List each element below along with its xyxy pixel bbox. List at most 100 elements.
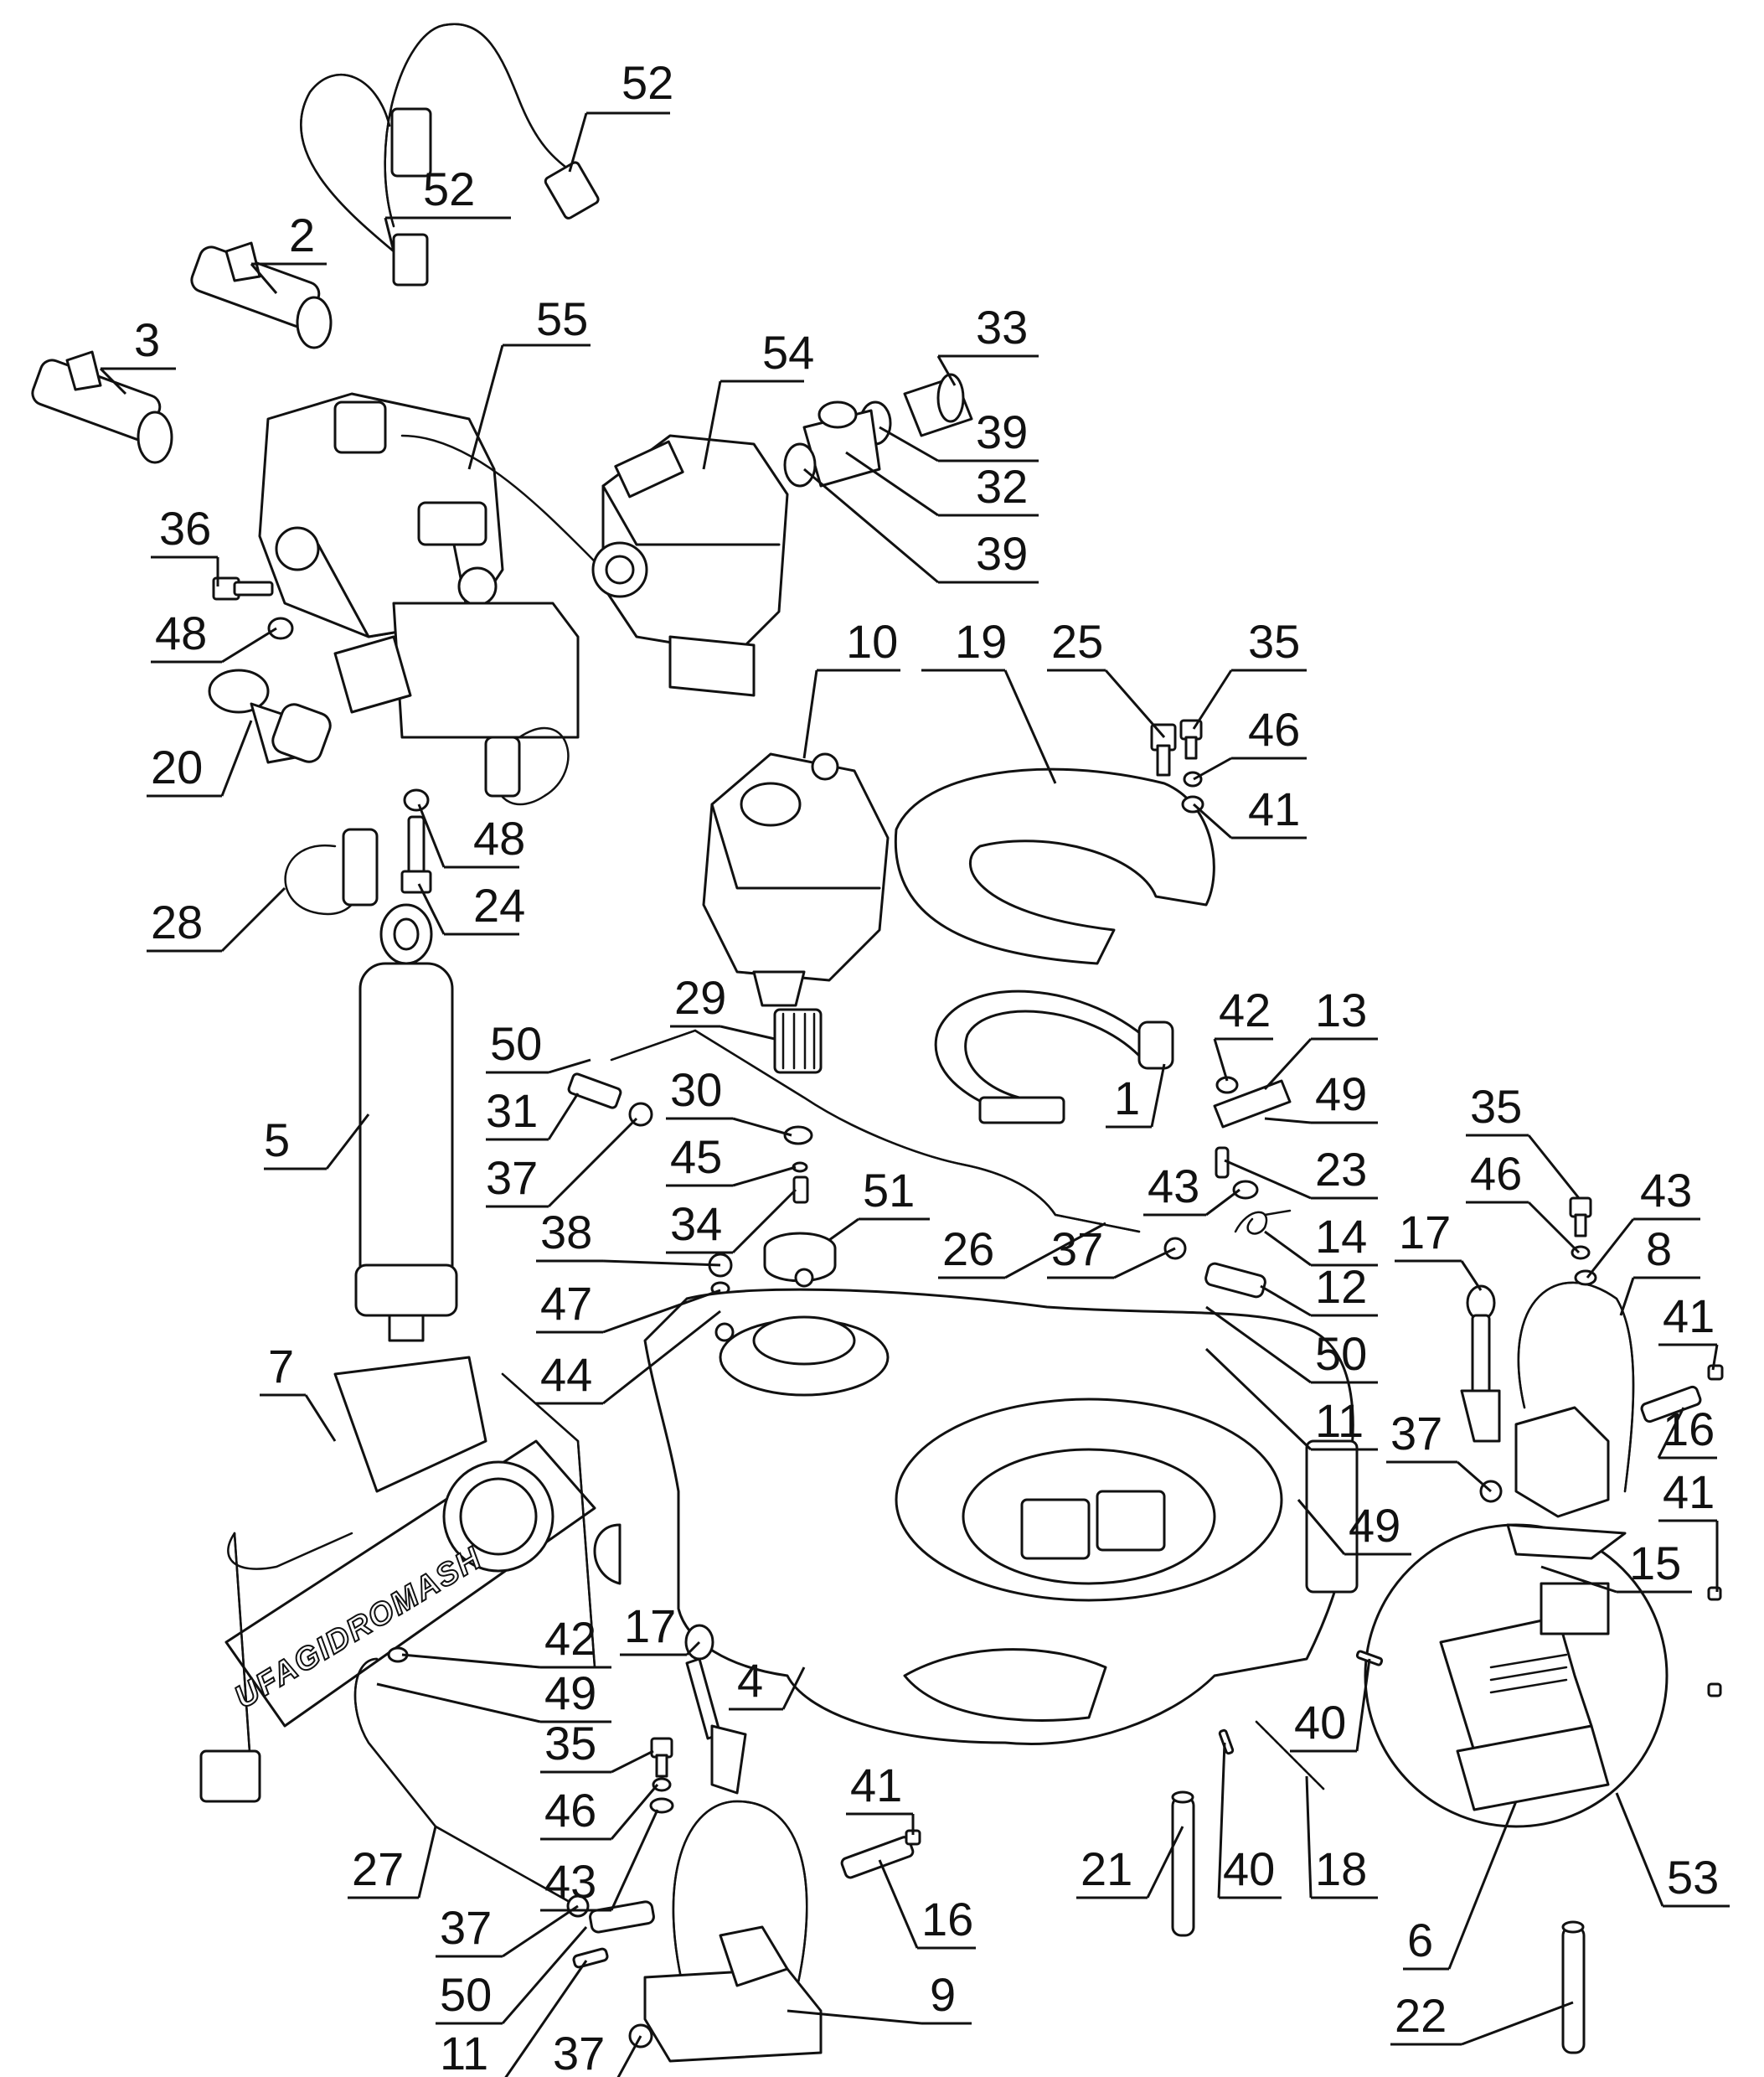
callout-leader-line (828, 1217, 859, 1242)
callout-number: 22 (1395, 1989, 1447, 2042)
callout-number: 37 (1390, 1407, 1442, 1460)
brake-band-1 (934, 989, 1174, 1124)
callout-35: 35 (540, 1717, 654, 1774)
callout-number: 37 (1051, 1222, 1103, 1275)
callout-52: 52 (384, 163, 511, 252)
callout-number: 1 (1114, 1072, 1140, 1124)
callout-leader-line (611, 1749, 654, 1774)
callout-49: 49 (1264, 1067, 1378, 1124)
callout-leader-line (221, 627, 277, 664)
callout-number: 31 (486, 1084, 538, 1137)
callout-leader-line (602, 1310, 721, 1405)
cap-right-lower (1707, 1682, 1722, 1697)
callout-number: 43 (1148, 1160, 1199, 1212)
callout-leader-line (1224, 1159, 1312, 1200)
callout-37: 37 (486, 1117, 638, 1208)
callout-leader-line (250, 263, 278, 294)
callout-53: 53 (1615, 1792, 1730, 1908)
callout-number: 36 (159, 502, 211, 555)
callout-number: 45 (670, 1130, 722, 1183)
washer-48-lower (403, 788, 430, 812)
callout-number: 46 (544, 1784, 596, 1837)
callout-leader-line (1193, 757, 1232, 781)
ball-valve-3 (31, 350, 173, 464)
callout-number: 40 (1294, 1696, 1346, 1749)
clevis-12 (1204, 1262, 1266, 1299)
callout-number: 42 (1219, 984, 1271, 1036)
callout-39: 39 (803, 468, 1039, 584)
callout-15: 15 (1540, 1537, 1692, 1594)
callout-number: 10 (846, 615, 898, 668)
callout-49: 49 (1297, 1499, 1411, 1556)
spring-18 (1255, 1720, 1325, 1790)
callout-number: 39 (976, 406, 1028, 458)
callout-46: 46 (1466, 1147, 1581, 1254)
callout-leader-line (936, 355, 957, 386)
callout-leader-line (1657, 1407, 1685, 1459)
callout-35: 35 (1192, 615, 1307, 730)
callout-leader-line (1711, 1344, 1719, 1371)
callout-16: 16 (1657, 1403, 1717, 1460)
callout-leader-line (547, 1117, 638, 1208)
callout-number: 26 (942, 1222, 994, 1275)
callout-number: 49 (1349, 1499, 1400, 1552)
stud-16-lower (840, 1836, 915, 1879)
callout-19: 19 (921, 615, 1057, 784)
callout-number: 6 (1407, 1914, 1433, 1966)
callout-leader-line (1619, 1277, 1635, 1316)
callout-leader-line (1540, 1565, 1617, 1594)
frame-7: UFAGIDROMASH (199, 1356, 596, 1803)
shackle-28 (284, 828, 379, 916)
callout-number: 23 (1315, 1143, 1367, 1196)
spline-coupling-29 (773, 1008, 823, 1074)
callout-number: 48 (473, 812, 525, 865)
bolt-25 (1150, 723, 1177, 777)
callout-leader-line (1217, 1742, 1226, 1899)
callout-number: 9 (930, 1968, 956, 2021)
callout-43: 43 (1586, 1164, 1700, 1279)
callout-leader-line (99, 367, 127, 395)
callout-leader-line (732, 1165, 797, 1187)
callout-number: 5 (264, 1113, 290, 1166)
callout-number: 25 (1051, 615, 1103, 668)
screw-34 (792, 1175, 809, 1204)
connector-20 (208, 669, 332, 764)
callout-14: 14 (1264, 1210, 1378, 1267)
callout-4: 4 (729, 1654, 806, 1711)
stud-16-right (1640, 1385, 1702, 1423)
pin-40-lower (1218, 1728, 1235, 1755)
callout-leader-line (1264, 1230, 1312, 1267)
bolt-35-lower (650, 1737, 673, 1778)
callout-leader-line (548, 1058, 591, 1074)
callout-17: 17 (1395, 1206, 1483, 1291)
callout-number: 51 (863, 1164, 915, 1217)
callout-leader-line (1004, 1222, 1106, 1279)
callout-number: 55 (536, 292, 588, 345)
callout-44: 44 (536, 1310, 721, 1405)
callout-leader-line (802, 669, 818, 759)
callout-number: 38 (540, 1206, 592, 1258)
callout-leader-line (304, 1394, 337, 1442)
callout-43: 43 (540, 1809, 659, 1912)
pin-22 (1561, 1920, 1586, 2054)
callout-37: 37 (1047, 1222, 1176, 1279)
cap-41-right (1707, 1364, 1724, 1381)
callout-number: 52 (423, 163, 475, 215)
callout-number: 12 (1315, 1260, 1367, 1313)
callout-50: 50 (436, 1926, 588, 2025)
callout-2: 2 (250, 209, 327, 294)
callout-leader-line (1205, 1188, 1240, 1217)
callout-number: 29 (674, 971, 726, 1024)
callout-13: 13 (1263, 984, 1378, 1091)
callout-29: 29 (670, 971, 776, 1041)
callout-number: 41 (1248, 783, 1300, 835)
callout-number: 32 (976, 460, 1028, 513)
callout-20: 20 (147, 720, 253, 798)
callout-leader-line (1150, 1063, 1166, 1128)
washer-46-lower (652, 1777, 672, 1792)
callout-number: 33 (976, 301, 1028, 354)
callout-number: 19 (955, 615, 1007, 668)
hydraulic-motor-54 (591, 434, 789, 697)
callout-leader-line (720, 1025, 776, 1041)
callout-leader-line (1447, 1801, 1518, 1970)
